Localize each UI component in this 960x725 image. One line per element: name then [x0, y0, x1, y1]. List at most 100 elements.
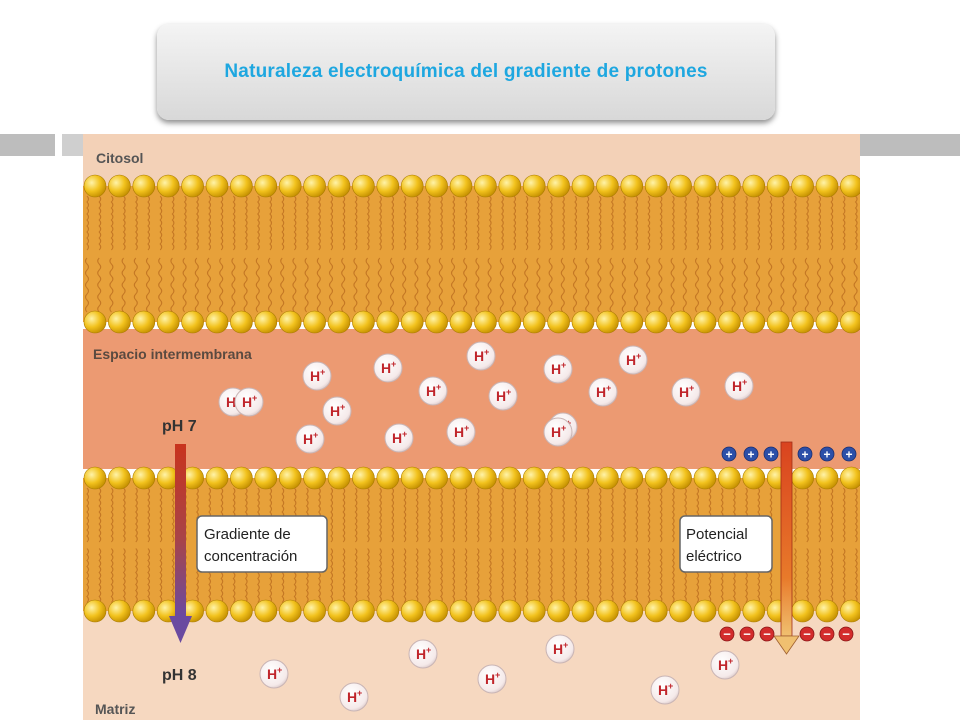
- lipid-head: [522, 174, 546, 198]
- positive-charge-icon: +: [797, 446, 813, 462]
- svg-text:H: H: [267, 666, 277, 682]
- svg-text:H: H: [626, 352, 636, 368]
- lipid-head: [474, 466, 497, 490]
- lipid-head: [156, 174, 180, 198]
- svg-text:H: H: [426, 383, 436, 399]
- svg-text:+: +: [402, 429, 407, 439]
- lipid-head: [132, 466, 156, 490]
- lipid-head: [669, 310, 692, 334]
- svg-text:−: −: [723, 627, 731, 642]
- lipid-head: [327, 310, 351, 334]
- svg-text:−: −: [763, 627, 771, 642]
- proton-icon: H+: [671, 377, 701, 407]
- lipid-head: [230, 599, 253, 623]
- svg-text:H: H: [474, 348, 484, 364]
- lipid-head: [596, 466, 619, 490]
- lipid-head: [230, 466, 253, 490]
- lipid-head: [474, 174, 497, 198]
- svg-text:+: +: [801, 448, 808, 462]
- lipid-head: [352, 174, 375, 198]
- lipid-head: [840, 466, 863, 490]
- svg-text:H: H: [551, 361, 561, 377]
- lipid-head: [644, 599, 668, 623]
- svg-text:+: +: [436, 382, 441, 392]
- lipid-head: [571, 599, 595, 623]
- svg-text:+: +: [747, 448, 754, 462]
- proton-icon: H+: [710, 650, 740, 680]
- lipid-head: [376, 174, 400, 198]
- svg-text:H: H: [310, 368, 320, 384]
- proton-icon: H+: [543, 417, 573, 447]
- lipid-head: [644, 466, 668, 490]
- lipid-head: [815, 599, 839, 623]
- intermembrane-label: Espacio intermembrana: [93, 346, 252, 362]
- svg-text:+: +: [340, 402, 345, 412]
- negative-charge-icon: −: [719, 627, 735, 642]
- lipid-head: [108, 174, 131, 198]
- lipid-head: [327, 599, 351, 623]
- lipid-head: [840, 174, 863, 198]
- lipid-head: [474, 599, 497, 623]
- svg-text:+: +: [277, 665, 282, 675]
- matrix-label: Matriz: [95, 701, 135, 717]
- lipid-head: [352, 310, 375, 334]
- lipid-head: [669, 466, 692, 490]
- ph-bottom-label: pH 8: [162, 667, 197, 684]
- proton-icon: H+: [543, 354, 573, 384]
- outer-membrane: [83, 174, 863, 334]
- svg-text:+: +: [561, 423, 566, 433]
- lipid-head: [303, 174, 326, 198]
- lipid-head: [815, 310, 839, 334]
- lipid-head: [132, 174, 156, 198]
- slide-title: Naturaleza electroquímica del gradiente …: [224, 61, 708, 82]
- lipid-head: [620, 174, 644, 198]
- lipid-head: [547, 466, 570, 490]
- lipid-head: [83, 174, 107, 198]
- lipid-head: [791, 174, 814, 198]
- lipid-head: [840, 310, 863, 334]
- proton-icon: H+: [618, 345, 648, 375]
- lipid-head: [425, 466, 448, 490]
- svg-text:+: +: [464, 423, 469, 433]
- lipid-head: [547, 310, 570, 334]
- svg-text:H: H: [226, 394, 236, 410]
- svg-text:H: H: [330, 403, 340, 419]
- lipid-head: [522, 599, 546, 623]
- lipid-head: [230, 310, 253, 334]
- lipid-head: [83, 466, 107, 490]
- cytosol-label: Citosol: [96, 150, 143, 166]
- svg-text:+: +: [506, 387, 511, 397]
- lipid-head: [693, 174, 717, 198]
- lipid-head: [108, 599, 131, 623]
- lipid-head: [205, 466, 229, 490]
- svg-text:−: −: [743, 627, 751, 642]
- lipid-head: [596, 174, 619, 198]
- lipid-head: [205, 174, 229, 198]
- lipid-head: [400, 174, 424, 198]
- title-banner: Naturaleza electroquímica del gradiente …: [157, 24, 775, 120]
- positive-charge-icon: +: [819, 446, 835, 462]
- positive-charge-icon: +: [721, 446, 737, 462]
- svg-text:+: +: [563, 640, 568, 650]
- lipid-head: [522, 466, 546, 490]
- proton-icon: H+: [466, 341, 496, 371]
- lipid-head: [83, 599, 107, 623]
- lipid-head: [742, 310, 766, 334]
- proton-icon: H+: [477, 664, 507, 694]
- svg-text:+: +: [636, 351, 641, 361]
- lipid-head: [205, 310, 229, 334]
- lipid-head: [425, 174, 448, 198]
- lipid-head: [230, 174, 253, 198]
- proton-icon: H+: [488, 381, 518, 411]
- lipid-head: [620, 466, 644, 490]
- lipid-head: [132, 599, 156, 623]
- lipid-head: [132, 310, 156, 334]
- lipid-head: [620, 310, 644, 334]
- svg-text:H: H: [381, 360, 391, 376]
- svg-text:H: H: [496, 388, 506, 404]
- lipid-head: [766, 174, 790, 198]
- lipid-head: [327, 466, 351, 490]
- charge-markers: ++++++−−−−−−: [719, 446, 857, 642]
- positive-charge-icon: +: [763, 446, 779, 462]
- svg-text:H: H: [551, 424, 561, 440]
